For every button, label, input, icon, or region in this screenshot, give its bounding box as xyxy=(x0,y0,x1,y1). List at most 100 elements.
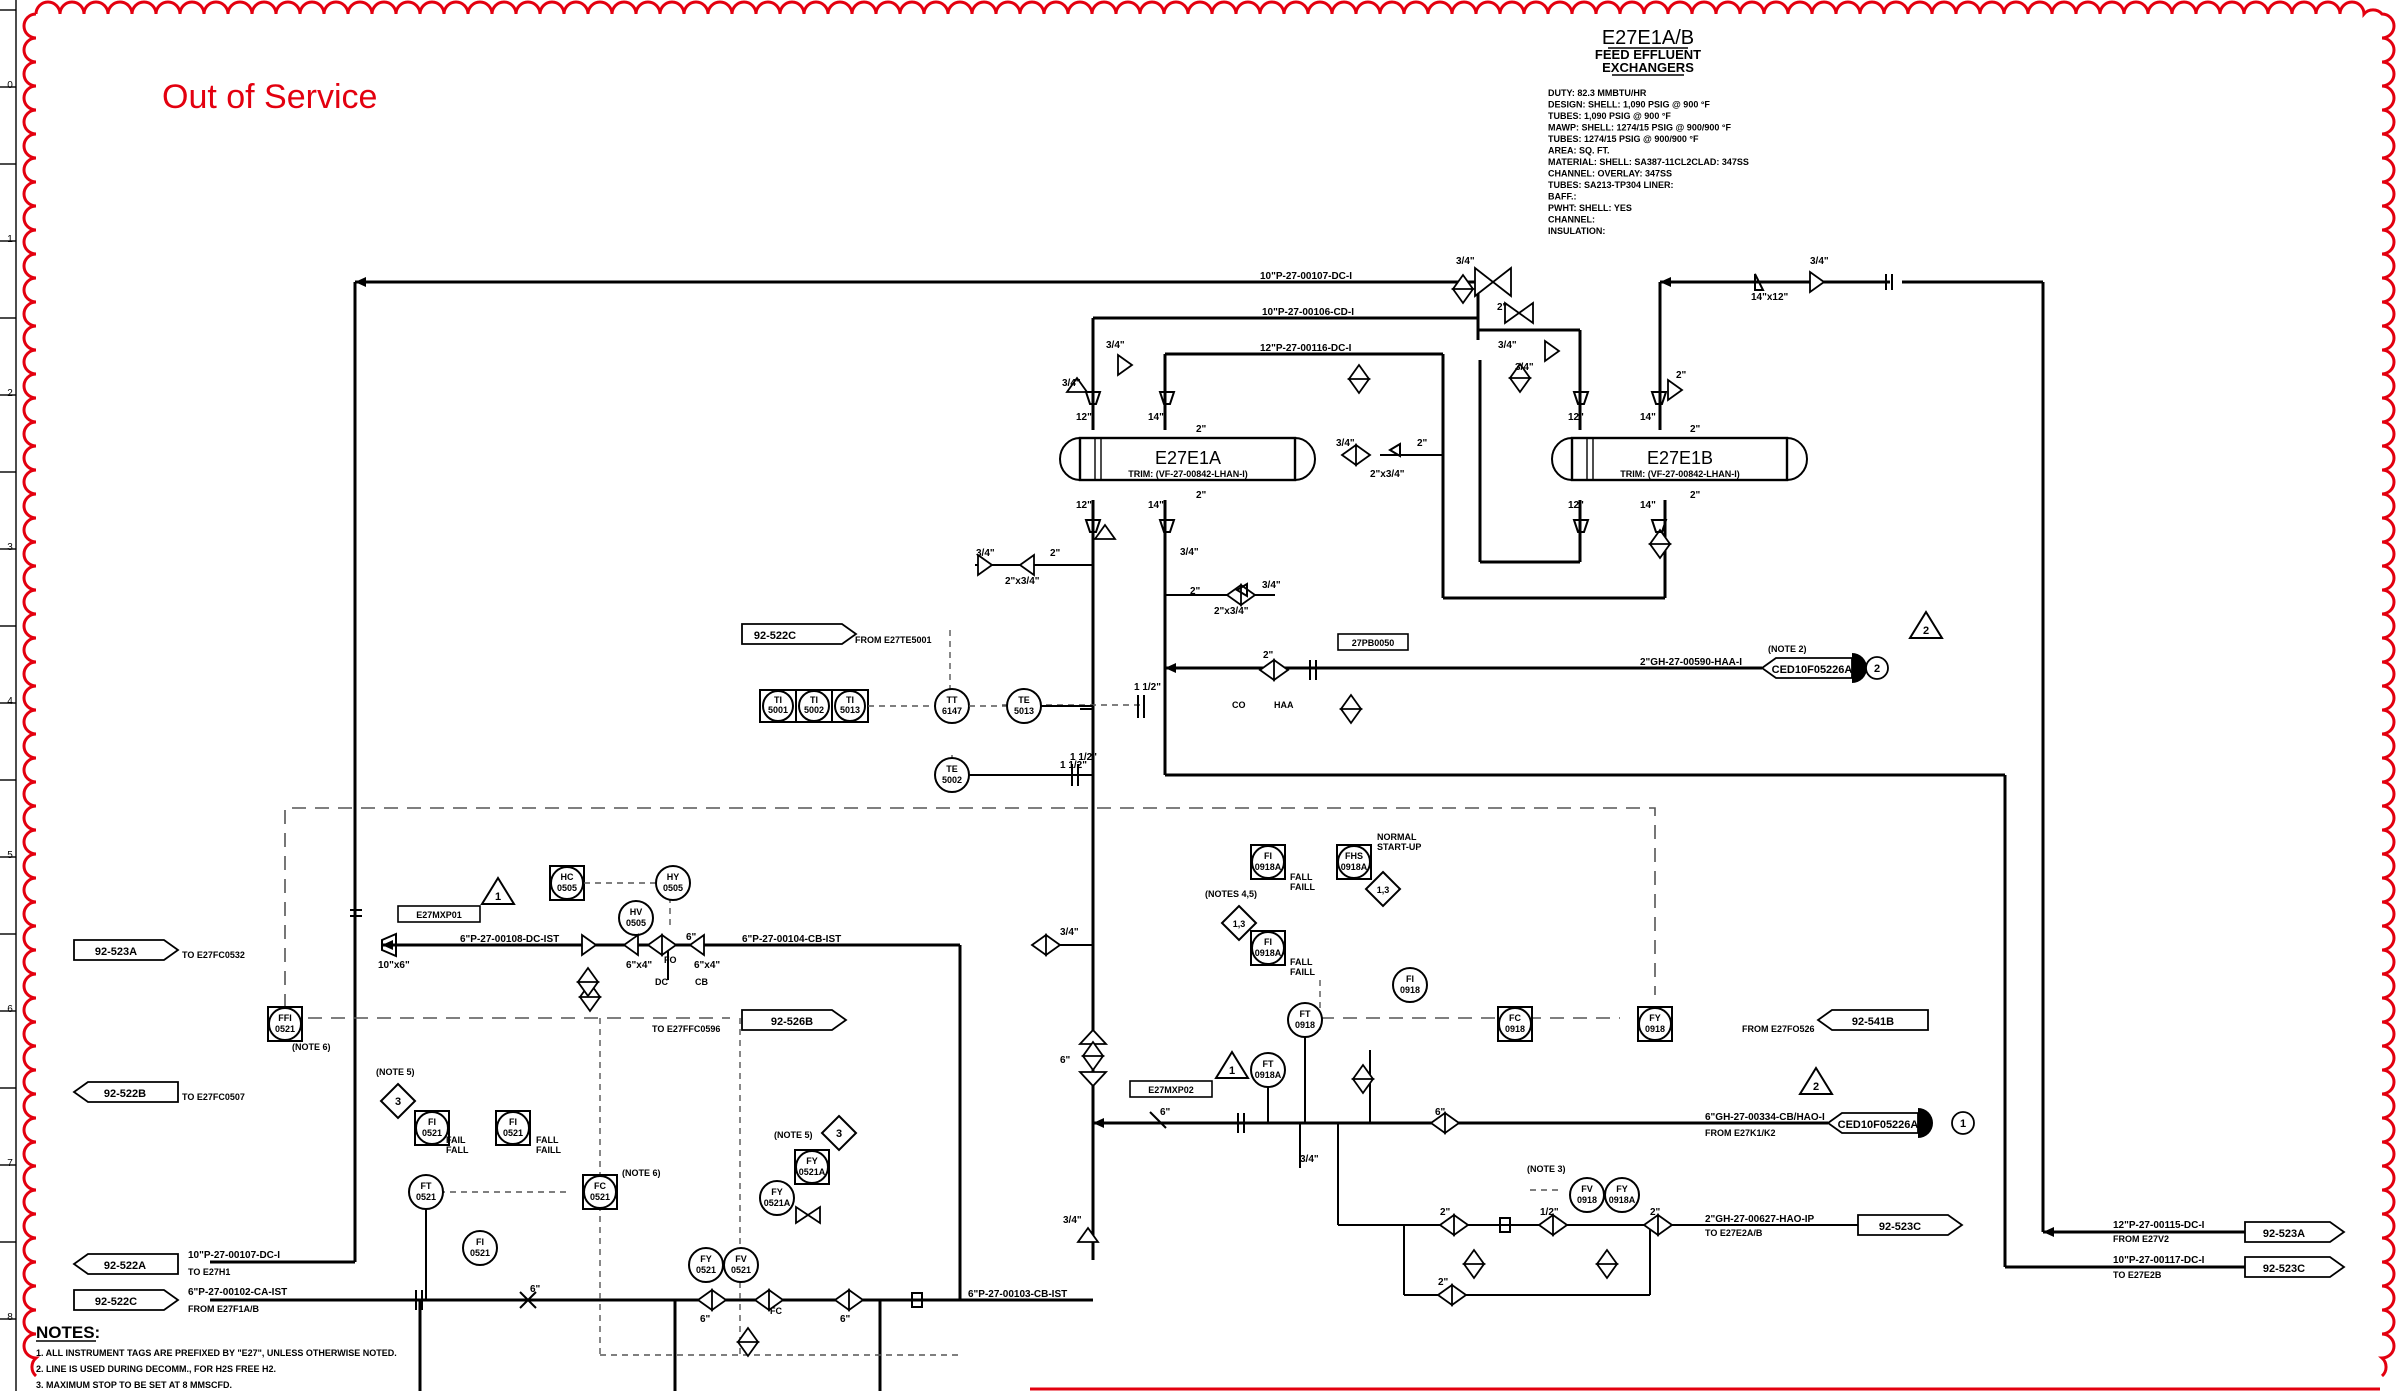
svg-text:FY: FY xyxy=(1649,1013,1661,1023)
svg-text:3/4": 3/4" xyxy=(1498,340,1517,351)
instrument-fc-0918[interactable]: FC 0918 xyxy=(1497,1006,1533,1042)
svg-text:14": 14" xyxy=(1148,412,1164,423)
instrument-tt-6147[interactable]: TT 6147 xyxy=(934,688,970,724)
svg-text:6": 6" xyxy=(1160,1107,1171,1118)
svg-text:FROM E27K1/K2: FROM E27K1/K2 xyxy=(1705,1128,1776,1138)
connector-92-523A-left[interactable]: 92-523A TO E27FC0532 xyxy=(73,939,245,961)
instrument-fi-0918a[interactable]: FI 0918A xyxy=(1250,844,1286,880)
connector-92-523A-right[interactable]: 92-523A FROM E27V2 xyxy=(2113,1221,2346,1244)
svg-text:2: 2 xyxy=(1923,625,1929,637)
svg-text:FT: FT xyxy=(1300,1009,1311,1019)
instrument-hc-0505[interactable]: HC 0505 xyxy=(549,865,585,901)
instrument-ft-0521[interactable]: FT 0521 xyxy=(408,1174,444,1210)
connector-92-522C-left[interactable]: 92-522C FROM E27F1A/B xyxy=(73,1289,260,1314)
instrument-fc-0521[interactable]: FC 0521 xyxy=(582,1174,618,1210)
svg-text:FV: FV xyxy=(735,1254,747,1264)
line-label-107: 10"P-27-00107-DC-I xyxy=(1260,271,1352,282)
svg-text:2": 2" xyxy=(1690,424,1701,435)
svg-text:0521: 0521 xyxy=(731,1265,751,1275)
grid-number: 6 xyxy=(7,1004,13,1015)
instrument-fy-0918a[interactable]: FY 0918A xyxy=(1604,1177,1640,1213)
instruments[interactable]: TI 5001 TI 5002 TI 5013 TT 6147 TE 5013 xyxy=(267,688,1673,1300)
svg-text:14": 14" xyxy=(1148,500,1164,511)
instrument-fy-0521a-top[interactable]: FY 0521A xyxy=(759,1180,795,1216)
exchanger-data-row: PWHT: SHELL: YES xyxy=(1548,203,1632,213)
connector-92-541B[interactable]: 92-541B FROM E27FO526 xyxy=(1742,1009,1929,1034)
grid-number: 1 xyxy=(7,234,13,245)
line-label-102: 6"P-27-00102-CA-IST xyxy=(188,1287,287,1298)
svg-text:FI: FI xyxy=(509,1117,517,1127)
connector-92-526B[interactable]: 92-526B TO E27FFC0596 xyxy=(652,1009,848,1034)
instrument-fi-0918a-b[interactable]: FI 0918A xyxy=(1250,930,1286,966)
instrument-fi-0521-c[interactable]: FI 0521 xyxy=(462,1230,498,1266)
instrument-fy-0521a[interactable]: FY 0521A xyxy=(794,1149,830,1185)
instrument-te-5013[interactable]: TE 5013 xyxy=(1006,688,1042,724)
instrument-fi-0918[interactable]: FI 0918 xyxy=(1392,967,1428,1003)
grid-number: 5 xyxy=(7,850,13,861)
connector-92-522B[interactable]: 92-522B TO E27FC0507 xyxy=(72,1081,245,1103)
connector-92-522A[interactable]: 92-522A TO E27H1 xyxy=(72,1253,230,1277)
valves[interactable] xyxy=(576,266,1826,1358)
instrument-hy-0505[interactable]: HY 0505 xyxy=(655,865,691,901)
svg-text:FC: FC xyxy=(594,1181,606,1191)
svg-text:0918: 0918 xyxy=(1295,1020,1315,1030)
line-label-117: 10"P-27-00117-DC-I xyxy=(2113,1255,2205,1266)
note-2: 2. LINE IS USED DURING DECOMM., FOR H2S … xyxy=(36,1364,276,1374)
instrument-fi-0521-a[interactable]: FI 0521 xyxy=(414,1110,450,1146)
svg-text:2": 2" xyxy=(1190,586,1201,597)
svg-text:HC: HC xyxy=(561,872,574,882)
svg-text:3/4": 3/4" xyxy=(1515,362,1534,373)
svg-text:NORMAL: NORMAL xyxy=(1377,832,1417,842)
svg-text:3/4": 3/4" xyxy=(1456,256,1475,267)
instrument-hv-0505[interactable]: HV 0505 xyxy=(618,900,654,936)
svg-text:0521A: 0521A xyxy=(764,1198,791,1208)
grid-number: 4 xyxy=(7,696,13,707)
instrument-fv-0918[interactable]: FV 0918 xyxy=(1569,1177,1605,1213)
instrument-fv-0521[interactable]: FV 0521 xyxy=(723,1247,759,1283)
svg-text:FAIL: FAIL xyxy=(446,1135,466,1145)
svg-text:CB: CB xyxy=(695,977,708,987)
notes-block: NOTES: 1. ALL INSTRUMENT TAGS ARE PREFIX… xyxy=(36,1323,397,1390)
svg-text:10"x6": 10"x6" xyxy=(378,960,410,971)
svg-text:3: 3 xyxy=(836,1128,842,1140)
offpage-connectors[interactable]: 92-522C FROM E27TE5001 92-523A TO E27FC0… xyxy=(72,623,2346,1314)
svg-text:27PB0050: 27PB0050 xyxy=(1352,638,1395,648)
exchanger-e27e1b[interactable]: E27E1B TRIM: (VF-27-00842-LHAN-I) xyxy=(1551,436,1808,482)
reducers xyxy=(350,273,1893,1310)
instrument-ft-0918a[interactable]: FT 0918A xyxy=(1250,1052,1286,1088)
line-labels: 10"P-27-00107-DC-I 10"P-27-00106-CD-I 12… xyxy=(188,271,2205,1300)
exchanger-e27e1a[interactable]: E27E1A TRIM: (VF-27-00842-LHAN-I) xyxy=(1059,436,1316,482)
svg-text:6": 6" xyxy=(840,1314,851,1325)
instrument-fi-0521-b[interactable]: FI 0521 xyxy=(495,1110,531,1146)
instrument-ti-5002[interactable]: TI 5002 xyxy=(795,689,833,723)
connector-ced-2[interactable]: CED10F05226A 2 (NOTE 2) xyxy=(1760,644,1889,683)
exchanger-data-row: TUBES: 1,090 PSIG @ 900 °F xyxy=(1548,111,1671,121)
svg-text:CO: CO xyxy=(1232,700,1246,710)
connector-92-523C-right[interactable]: 92-523C TO E27E2B xyxy=(2113,1256,2346,1280)
line-label-115: 12"P-27-00115-DC-I xyxy=(2113,1220,2205,1231)
svg-text:TT: TT xyxy=(947,695,958,705)
svg-text:2": 2" xyxy=(1650,1207,1661,1218)
svg-text:5001: 5001 xyxy=(768,705,788,715)
connector-ced-1[interactable]: CED10F05226A 1 FROM E27K1/K2 xyxy=(1705,1108,1975,1138)
instrument-ti-5013[interactable]: TI 5013 xyxy=(831,689,869,723)
svg-text:2": 2" xyxy=(1196,490,1207,501)
revision-cloud-border xyxy=(22,0,2396,1378)
svg-text:92-526B: 92-526B xyxy=(771,1016,813,1028)
instrument-te-5002[interactable]: TE 5002 xyxy=(934,757,970,793)
instrument-ffi-0521[interactable]: FFI 0521 xyxy=(267,1006,303,1042)
svg-text:14"x12": 14"x12" xyxy=(1751,292,1789,303)
instrument-fhs-0918a[interactable]: FHS 0918A xyxy=(1336,844,1372,880)
svg-text:1/2": 1/2" xyxy=(1540,1207,1559,1218)
instrument-ft-0918[interactable]: FT 0918 xyxy=(1287,1002,1323,1038)
connector-92-522C-top[interactable]: 92-522C FROM E27TE5001 xyxy=(741,623,932,645)
instrument-ti-5001[interactable]: TI 5001 xyxy=(759,689,797,723)
connector-92-523C-mid[interactable]: 92-523C TO E27E2A/B xyxy=(1705,1214,1964,1238)
exchanger-service-1: FEED EFFLUENT xyxy=(1595,47,1701,62)
line-label-334: 6"GH-27-00334-CB/HAO-I xyxy=(1705,1112,1825,1123)
instrument-fy-0918[interactable]: FY 0918 xyxy=(1637,1006,1673,1042)
instrument-fy-0521[interactable]: FY 0521 xyxy=(688,1247,724,1283)
svg-text:12": 12" xyxy=(1076,500,1092,511)
svg-text:FROM E27V2: FROM E27V2 xyxy=(2113,1234,2169,1244)
